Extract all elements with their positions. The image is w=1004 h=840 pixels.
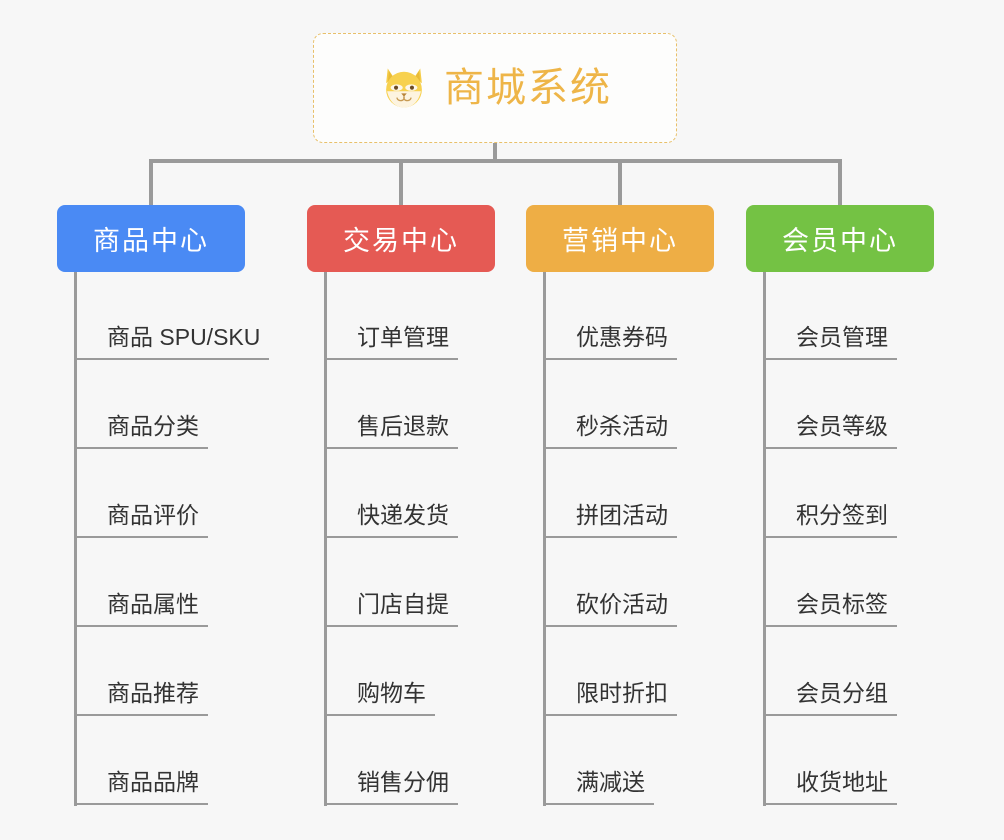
connector-drop-member-center xyxy=(838,159,842,207)
list-item[interactable]: 积分签到 xyxy=(763,450,934,539)
category-header-marketing-center[interactable]: 营销中心 xyxy=(526,205,714,272)
list-item[interactable]: 订单管理 xyxy=(324,272,495,361)
connector-trunk-product-center xyxy=(74,272,77,806)
leaf-label: 限时折扣 xyxy=(543,680,677,716)
list-item[interactable]: 商品推荐 xyxy=(74,628,245,717)
leaf-label: 商品 SPU/SKU xyxy=(74,324,270,360)
list-item[interactable]: 商品属性 xyxy=(74,539,245,628)
leaf-list-member-center: 会员管理 会员等级 积分签到 会员标签 会员分组 收货地址 xyxy=(763,272,934,806)
list-item[interactable]: 购物车 xyxy=(324,628,495,717)
leaf-label: 商品推荐 xyxy=(74,680,208,716)
list-item[interactable]: 会员标签 xyxy=(763,539,934,628)
list-item[interactable]: 满减送 xyxy=(543,717,714,806)
list-item[interactable]: 优惠券码 xyxy=(543,272,714,361)
category-title: 商品中心 xyxy=(93,226,209,256)
list-item[interactable]: 商品评价 xyxy=(74,450,245,539)
leaf-label: 购物车 xyxy=(324,680,435,716)
leaf-list-trade-center: 订单管理 售后退款 快递发货 门店自提 购物车 销售分佣 xyxy=(324,272,495,806)
connector-drop-marketing-center xyxy=(618,159,622,207)
leaf-label: 商品属性 xyxy=(74,591,208,627)
connector-drop-trade-center xyxy=(399,159,403,207)
leaf-label: 砍价活动 xyxy=(543,591,677,627)
list-item[interactable]: 商品分类 xyxy=(74,361,245,450)
list-item[interactable]: 收货地址 xyxy=(763,717,934,806)
list-item[interactable]: 秒杀活动 xyxy=(543,361,714,450)
leaf-label: 积分签到 xyxy=(763,502,897,538)
leaf-label: 秒杀活动 xyxy=(543,413,677,449)
leaf-label: 订单管理 xyxy=(324,324,458,360)
leaf-label: 收货地址 xyxy=(763,769,897,805)
list-item[interactable]: 销售分佣 xyxy=(324,717,495,806)
leaf-label: 会员分组 xyxy=(763,680,897,716)
leaf-list-marketing-center: 优惠券码 秒杀活动 拼团活动 砍价活动 限时折扣 满减送 xyxy=(543,272,714,806)
list-item[interactable]: 售后退款 xyxy=(324,361,495,450)
category-header-trade-center[interactable]: 交易中心 xyxy=(307,205,495,272)
leaf-label: 会员等级 xyxy=(763,413,897,449)
branch-member-center: 会员中心 会员管理 会员等级 积分签到 会员标签 会员分组 收货地址 xyxy=(746,205,934,806)
leaf-label: 快递发货 xyxy=(324,502,458,538)
connector-drop-product-center xyxy=(149,159,153,207)
leaf-label: 商品评价 xyxy=(74,502,208,538)
list-item[interactable]: 门店自提 xyxy=(324,539,495,628)
list-item[interactable]: 会员分组 xyxy=(763,628,934,717)
list-item[interactable]: 商品品牌 xyxy=(74,717,245,806)
list-item[interactable]: 拼团活动 xyxy=(543,450,714,539)
category-header-product-center[interactable]: 商品中心 xyxy=(57,205,245,272)
branch-trade-center: 交易中心 订单管理 售后退款 快递发货 门店自提 购物车 销售分佣 xyxy=(307,205,495,806)
shiba-dog-icon xyxy=(386,68,422,110)
list-item[interactable]: 会员等级 xyxy=(763,361,934,450)
branch-product-center: 商品中心 商品 SPU/SKU 商品分类 商品评价 商品属性 商品推荐 商品品牌 xyxy=(57,205,270,806)
category-header-member-center[interactable]: 会员中心 xyxy=(746,205,934,272)
leaf-label: 销售分佣 xyxy=(324,769,458,805)
list-item[interactable]: 会员管理 xyxy=(763,272,934,361)
connector-horizontal-bus xyxy=(149,159,842,163)
root-title: 商城系统 xyxy=(444,66,612,110)
category-title: 营销中心 xyxy=(562,226,678,256)
leaf-label: 门店自提 xyxy=(324,591,458,627)
connector-trunk-member-center xyxy=(763,272,766,806)
leaf-label: 会员管理 xyxy=(763,324,897,360)
leaf-label: 会员标签 xyxy=(763,591,897,627)
connector-trunk-marketing-center xyxy=(543,272,546,806)
category-title: 交易中心 xyxy=(343,226,459,256)
category-title: 会员中心 xyxy=(782,226,898,256)
leaf-label: 售后退款 xyxy=(324,413,458,449)
list-item[interactable]: 砍价活动 xyxy=(543,539,714,628)
connector-root-stem xyxy=(493,143,497,163)
list-item[interactable]: 快递发货 xyxy=(324,450,495,539)
leaf-label: 满减送 xyxy=(543,769,654,805)
leaf-label: 优惠券码 xyxy=(543,324,677,360)
leaf-label: 拼团活动 xyxy=(543,502,677,538)
connector-trunk-trade-center xyxy=(324,272,327,806)
leaf-label: 商品分类 xyxy=(74,413,208,449)
leaf-label: 商品品牌 xyxy=(74,769,208,805)
leaf-list-product-center: 商品 SPU/SKU 商品分类 商品评价 商品属性 商品推荐 商品品牌 xyxy=(74,272,270,806)
root-node[interactable]: 商城系统 xyxy=(313,33,677,143)
branch-marketing-center: 营销中心 优惠券码 秒杀活动 拼团活动 砍价活动 限时折扣 满减送 xyxy=(526,205,714,806)
list-item[interactable]: 商品 SPU/SKU xyxy=(74,272,270,361)
list-item[interactable]: 限时折扣 xyxy=(543,628,714,717)
